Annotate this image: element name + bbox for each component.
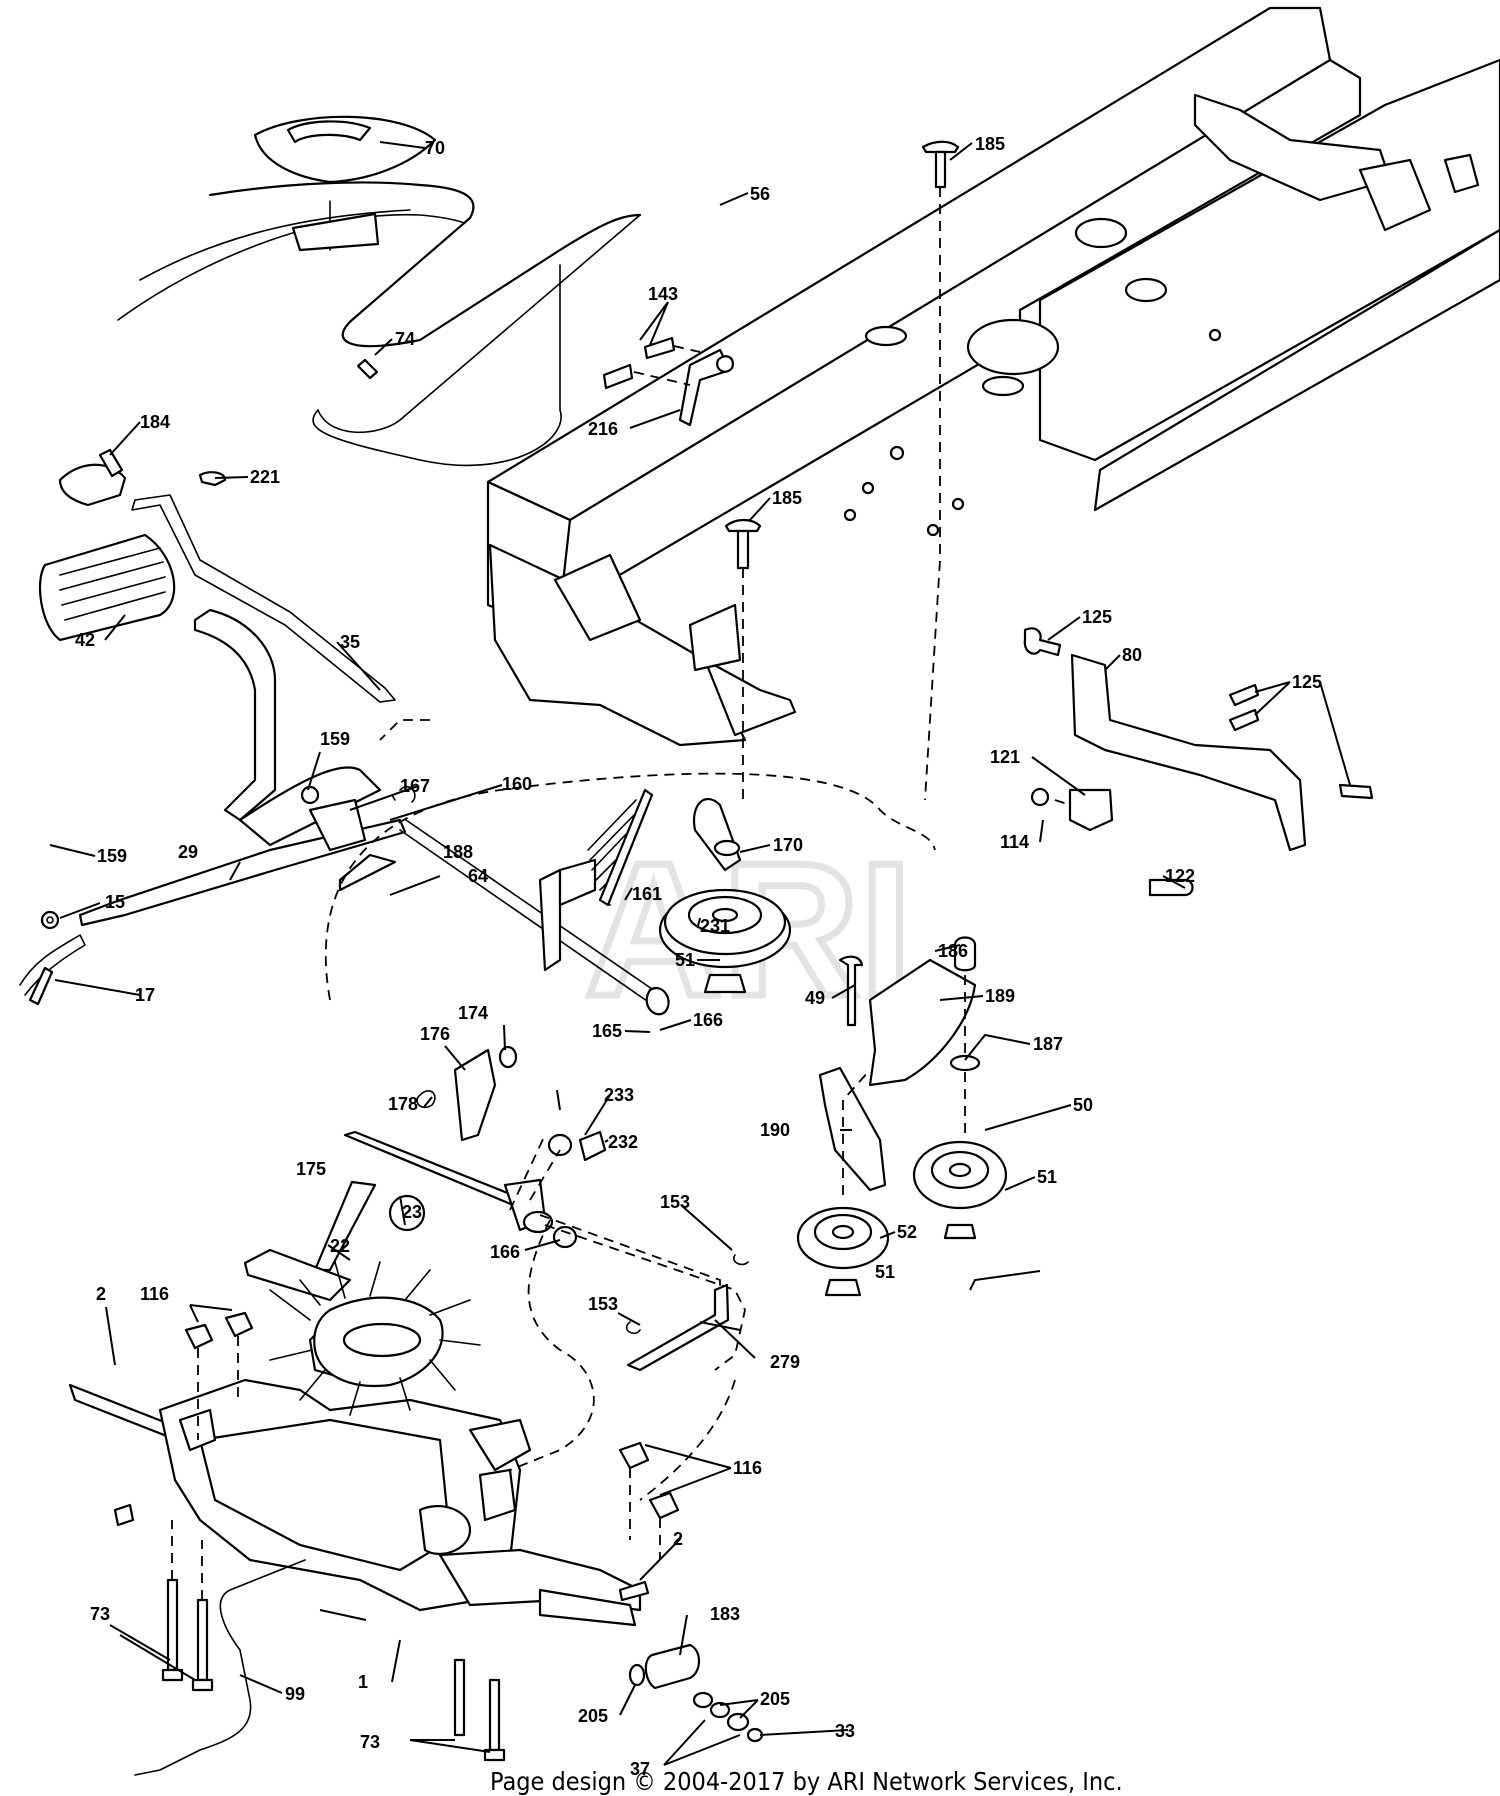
callout-185a: 185 xyxy=(975,134,1005,154)
callout-22: 22 xyxy=(330,1236,350,1256)
callout-189: 189 xyxy=(985,986,1015,1006)
callout-143: 143 xyxy=(648,284,678,304)
idler-pulley-231 xyxy=(658,798,792,994)
callout-153b: 153 xyxy=(588,1294,618,1314)
callout-178: 178 xyxy=(388,1094,418,1114)
assembly-dashes xyxy=(324,719,936,1501)
frame-assembly xyxy=(486,6,1500,747)
callout-73a: 73 xyxy=(90,1604,110,1624)
callout-70: 70 xyxy=(425,138,445,158)
transaxle xyxy=(68,1261,642,1627)
callout-74: 74 xyxy=(395,329,415,349)
bolts-185 xyxy=(724,140,960,801)
idler-bracket-189 xyxy=(796,936,1008,1297)
callout-17: 17 xyxy=(135,985,155,1005)
callout-52: 52 xyxy=(897,1222,917,1242)
callout-37: 37 xyxy=(630,1759,650,1779)
callout-116b: 116 xyxy=(733,1458,762,1478)
shift-assembly xyxy=(243,1045,746,1371)
callout-174: 174 xyxy=(458,1003,488,1023)
callout-159a: 159 xyxy=(320,729,350,749)
callout-190: 190 xyxy=(760,1120,790,1140)
dash-panel xyxy=(117,115,489,380)
callout-188: 188 xyxy=(443,842,473,862)
drive-belt xyxy=(208,181,642,467)
callout-114: 114 xyxy=(1000,832,1029,852)
callout-2a: 2 xyxy=(96,1284,106,1304)
callout-23: 23 xyxy=(402,1202,422,1222)
callout-165: 165 xyxy=(592,1021,622,1041)
shift-link-279 xyxy=(625,1254,749,1372)
callout-80: 80 xyxy=(1122,645,1142,665)
callout-167: 167 xyxy=(400,776,430,796)
callout-42: 42 xyxy=(75,630,95,650)
bolts-73 xyxy=(161,1520,506,1762)
callout-35: 35 xyxy=(340,632,360,652)
callout-176: 176 xyxy=(420,1024,450,1044)
callout-116a: 116 xyxy=(140,1284,169,1304)
copyright-footer: Page design © 2004-2017 by ARI Network S… xyxy=(490,1767,1123,1796)
callout-2b: 2 xyxy=(673,1529,683,1549)
bracket-216 xyxy=(602,336,734,427)
callout-170: 170 xyxy=(773,835,803,855)
callout-205a: 205 xyxy=(578,1706,608,1726)
callout-56: 56 xyxy=(750,184,770,204)
callout-49: 49 xyxy=(805,988,825,1008)
callout-166a: 166 xyxy=(693,1010,723,1030)
callout-125b: 125 xyxy=(1292,672,1322,692)
callout-29: 29 xyxy=(178,842,198,862)
bracket-80 xyxy=(1023,627,1374,897)
callout-73b: 73 xyxy=(360,1732,380,1752)
callout-160: 160 xyxy=(502,774,532,794)
callout-175: 175 xyxy=(296,1159,326,1179)
callout-51c: 51 xyxy=(875,1262,895,1282)
callout-51b: 51 xyxy=(1037,1167,1057,1187)
callout-161: 161 xyxy=(632,884,662,904)
callout-186: 186 xyxy=(938,941,968,961)
callout-183: 183 xyxy=(710,1604,740,1624)
callout-64: 64 xyxy=(468,866,488,886)
pedal-assembly xyxy=(19,448,670,1016)
spring-161 xyxy=(587,788,654,907)
callout-51a: 51 xyxy=(675,950,695,970)
callout-187: 187 xyxy=(1033,1034,1063,1054)
callout-185b: 185 xyxy=(772,488,802,508)
callout-99: 99 xyxy=(285,1684,305,1704)
callout-15: 15 xyxy=(105,892,125,912)
callout-216: 216 xyxy=(588,419,618,439)
callout-125a: 125 xyxy=(1082,607,1112,627)
callout-166b: 166 xyxy=(490,1242,520,1262)
callout-233: 233 xyxy=(604,1085,634,1105)
callout-50: 50 xyxy=(1073,1095,1093,1115)
callout-33: 33 xyxy=(835,1721,855,1741)
callout-279: 279 xyxy=(770,1352,800,1372)
callout-153a: 153 xyxy=(660,1192,690,1212)
leader-lines xyxy=(49,141,1351,1766)
callout-122: 122 xyxy=(1165,866,1195,886)
callout-221: 221 xyxy=(250,467,280,487)
callout-121: 121 xyxy=(990,747,1020,767)
callout-231: 231 xyxy=(700,916,730,936)
callout-205b: 205 xyxy=(760,1689,790,1709)
axle-hardware xyxy=(113,1503,764,1743)
callout-1: 1 xyxy=(358,1672,368,1692)
callout-232: 232 xyxy=(608,1132,638,1152)
callout-159b: 159 xyxy=(97,846,127,866)
rod-99 xyxy=(134,1559,306,1776)
callout-184: 184 xyxy=(140,412,170,432)
nuts-116 xyxy=(184,1311,680,1560)
